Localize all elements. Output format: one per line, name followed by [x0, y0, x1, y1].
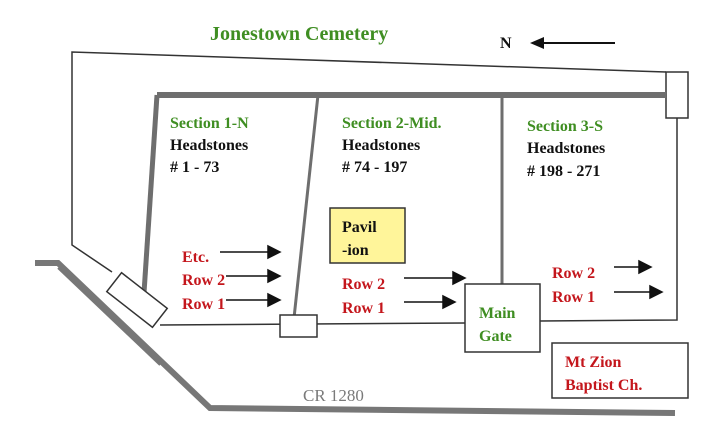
row-label: Row 2 [342, 276, 385, 293]
section-headstones-label: Headstones [170, 137, 248, 154]
section-1: Section 1-N Headstones # 1 - 73 Etc. Row… [170, 115, 249, 313]
section-range: # 74 - 197 [342, 159, 407, 176]
road-label: CR 1280 [303, 386, 364, 405]
section-headstones-label: Headstones [527, 140, 605, 157]
map-title: Jonestown Cemetery [210, 23, 388, 45]
section-headstones-label: Headstones [342, 137, 420, 154]
arrow-right-icon [226, 292, 282, 308]
row-label: Etc. [182, 249, 209, 266]
section-3: Section 3-S Headstones # 198 - 271 Row 2… [527, 118, 605, 306]
pavilion: Pavil -ion [329, 207, 406, 264]
cemetery-boundary [71, 51, 667, 273]
section-name: Section 1-N [170, 115, 249, 132]
road-cr-1280 [35, 260, 676, 416]
section-name: Section 3-S [527, 118, 603, 135]
north-label: N [500, 35, 512, 52]
arrow-right-icon [404, 270, 467, 286]
small-gate-box [279, 314, 318, 338]
arrow-right-icon [614, 284, 664, 300]
main-gate-label-2: Gate [479, 328, 512, 345]
main-gate-label-1: Main [479, 305, 516, 322]
arrow-left-icon [530, 37, 615, 49]
pavilion-label-2: -ion [342, 242, 369, 259]
section-range: # 1 - 73 [170, 159, 219, 176]
section-2: Section 2-Mid. Headstones # 74 - 197 Row… [342, 115, 442, 317]
diagonal-gate-box [105, 271, 169, 329]
row-label: Row 2 [552, 265, 595, 282]
row-label: Row 2 [182, 272, 225, 289]
main-gate: Main Gate [464, 283, 541, 353]
section-divider-1 [292, 94, 320, 319]
east-boundary [539, 118, 678, 322]
row-label: Row 1 [552, 289, 595, 306]
section-range: # 198 - 271 [527, 163, 600, 180]
arrow-right-icon [220, 244, 282, 260]
arrow-right-icon [614, 259, 653, 275]
section-1-wall [140, 94, 160, 309]
arrow-right-icon [226, 268, 282, 284]
section-name: Section 2-Mid. [342, 115, 442, 132]
row-label: Row 1 [182, 296, 225, 313]
corner-box [665, 71, 689, 119]
row-arrows [220, 244, 664, 310]
row-label: Row 1 [342, 300, 385, 317]
church-label-1: Mt Zion [565, 354, 622, 371]
pavilion-label-1: Pavil [342, 219, 377, 236]
church-label-2: Baptist Ch. [565, 377, 642, 394]
road-edge [57, 267, 161, 366]
arrow-right-icon [404, 294, 457, 310]
church: Mt Zion Baptist Ch. [551, 342, 689, 399]
